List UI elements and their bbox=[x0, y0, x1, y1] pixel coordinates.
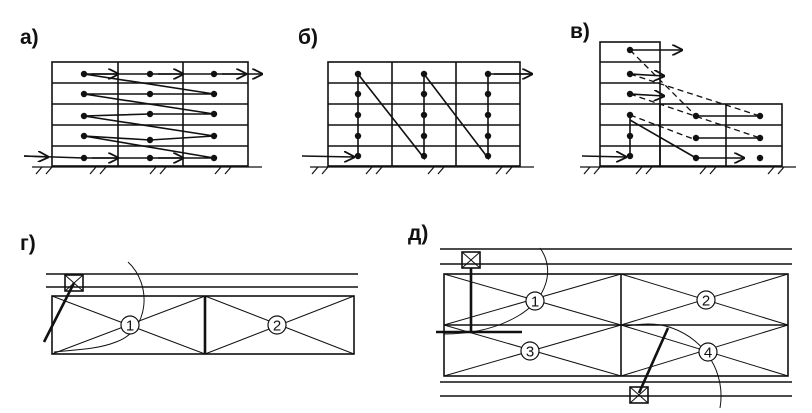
panel-g-building-plan bbox=[51, 295, 355, 355]
panel-g: г) 1 2 bbox=[20, 232, 358, 355]
panel-d-label: д) bbox=[408, 222, 428, 245]
panel-d-building-plan bbox=[443, 273, 789, 377]
panel-d: д) 1 bbox=[408, 222, 792, 409]
panel-d-zone-1: 1 bbox=[525, 291, 545, 311]
panel-a-nodes bbox=[80, 70, 218, 162]
panel-b-nodes bbox=[354, 70, 492, 160]
panel-v-ground bbox=[580, 166, 796, 175]
panel-d-swing-arcs bbox=[443, 247, 722, 409]
panel-d-zone-3: 3 bbox=[520, 341, 540, 361]
panel-b-label: б) bbox=[298, 26, 318, 49]
panel-g-label: г) bbox=[20, 232, 36, 255]
panel-v-nodes bbox=[626, 46, 764, 162]
panel-g-crane bbox=[42, 274, 84, 343]
panel-a-frame bbox=[51, 61, 249, 167]
panel-v-frame bbox=[599, 41, 783, 167]
panel-d-zone-2: 2 bbox=[696, 290, 716, 310]
panel-d-zone-4: 4 bbox=[698, 342, 718, 362]
panel-d-zone-2-label: 2 bbox=[702, 293, 710, 310]
panel-g-zone-2: 2 bbox=[267, 315, 287, 335]
panel-g-swing-arc bbox=[53, 261, 145, 353]
panel-d-crane-2 bbox=[629, 327, 670, 404]
panel-a: а) bbox=[20, 26, 262, 175]
panel-d-zone-3-label: 3 bbox=[526, 344, 534, 361]
panel-d-crane-rails bbox=[440, 248, 792, 397]
panel-a-ground bbox=[32, 166, 262, 175]
panel-d-zone-4-label: 4 bbox=[704, 345, 712, 362]
panel-v: в) bbox=[570, 20, 796, 175]
panel-a-label: а) bbox=[20, 26, 39, 49]
panel-b-ground bbox=[310, 166, 534, 175]
panel-v-label: в) bbox=[570, 20, 590, 43]
panel-g-zone-1: 1 bbox=[120, 315, 140, 335]
panel-g-zone-2-label: 2 bbox=[273, 318, 281, 335]
panel-a-sequence-path bbox=[23, 74, 262, 158]
panel-d-zone-1-label: 1 bbox=[531, 294, 539, 311]
panel-b: б) bbox=[298, 26, 534, 175]
panel-g-crane-rails bbox=[46, 273, 358, 288]
panel-g-zone-1-label: 1 bbox=[126, 318, 134, 335]
panel-d-crane-1 bbox=[436, 251, 522, 334]
